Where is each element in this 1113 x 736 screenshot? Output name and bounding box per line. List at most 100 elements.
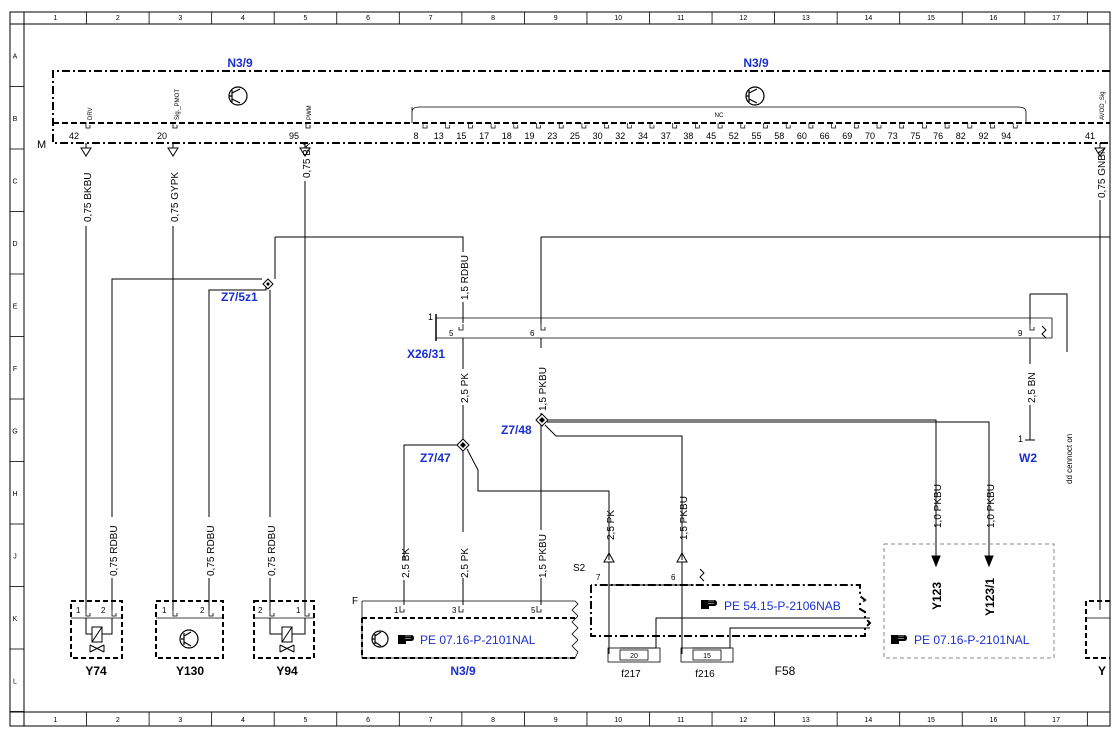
nc-pin-number: 15 <box>456 131 466 141</box>
wire-label: 2,5 PK <box>460 373 471 403</box>
connector-pin: 5 <box>449 329 454 338</box>
wire-label: 1,5 RDBU <box>460 255 471 300</box>
pin-socket <box>468 123 473 129</box>
hand-pointer-icon <box>398 635 414 644</box>
nc-pin-number: 58 <box>774 131 784 141</box>
column-number: 9 <box>554 15 558 22</box>
nc-pin-number: 94 <box>1001 131 1011 141</box>
connector-pin: 6 <box>530 329 535 338</box>
reference-link[interactable]: PE 07.16-P-2101NAL <box>420 633 536 647</box>
ground-name[interactable]: W2 <box>1019 451 1037 465</box>
column-number: 8 <box>491 15 495 22</box>
nc-pin-number: 38 <box>683 131 693 141</box>
component-y74[interactable]: 1 2 Y74 <box>70 600 123 678</box>
pin-socket <box>740 123 746 129</box>
component-name: Y123 <box>930 582 944 610</box>
transistor-icon <box>371 630 389 648</box>
pin-signal: AVOD_Sig <box>1100 91 1106 120</box>
pin-socket <box>445 123 451 129</box>
column-number: 9 <box>554 717 558 724</box>
transistor-icon <box>228 86 248 106</box>
nc-pin-number: 73 <box>888 131 898 141</box>
pin-signal: PWM <box>307 105 313 120</box>
pin-socket <box>853 123 859 129</box>
pin-number: 1 <box>162 606 167 615</box>
ecu-pin-20[interactable]: 20 Sig._PMOT <box>157 89 181 141</box>
column-number: 1 <box>53 15 57 22</box>
row-letter: A <box>13 53 18 60</box>
column-number: 4 <box>241 15 245 22</box>
pin-number: 5 <box>531 606 536 615</box>
wire-label: 1,0 PKBU <box>986 484 997 528</box>
pin-socket <box>649 123 655 129</box>
row-letter: L <box>13 678 17 685</box>
column-number: 4 <box>241 717 245 724</box>
splice-z7-48[interactable]: Z7/48 <box>501 413 549 437</box>
ecu-pin-41[interactable]: 41 AVOD_Sig <box>1085 91 1106 141</box>
ecu-name-left[interactable]: N3/9 <box>227 56 253 70</box>
pin-number: 7 <box>596 573 601 582</box>
row-letter: J <box>13 553 17 560</box>
nc-pin-number: 18 <box>502 131 512 141</box>
wire-label: 0,75 BK <box>302 142 313 178</box>
component-y130[interactable]: 1 2 Y130 <box>155 600 224 678</box>
column-number: 7 <box>429 15 433 22</box>
pin-number: 1 <box>296 606 301 615</box>
pin-socket <box>672 123 678 129</box>
component-name: F58 <box>775 664 796 678</box>
connector-name[interactable]: X26/31 <box>407 347 445 361</box>
wire-label: 1,5 PKBU <box>538 367 549 411</box>
transistor-icon <box>179 629 199 649</box>
pin-socket <box>876 123 882 129</box>
fuse-value: 20 <box>630 653 638 660</box>
pin-socket <box>422 123 428 129</box>
wire-label: 0,75 RDBU <box>206 525 217 576</box>
ecu-pin-42[interactable]: 42 DRV <box>69 107 94 141</box>
pin-number: 2 <box>200 606 205 615</box>
column-number: 13 <box>802 717 810 724</box>
nc-pin-number: 13 <box>434 131 444 141</box>
wire-label: 1,5 PKBU <box>538 534 549 578</box>
component-n3-9-bottom[interactable]: F 1 3 5 PE 07.16-P-2101NAL N3/9 <box>352 596 579 678</box>
nc-label: NC <box>715 113 724 119</box>
component-name: Y94 <box>276 664 298 678</box>
column-number: 2 <box>116 717 120 724</box>
pin-number: 3 <box>452 606 457 615</box>
nc-pin-number: 34 <box>638 131 648 141</box>
column-number: 17 <box>1052 15 1060 22</box>
wire-label: 0,75 RDBU <box>267 525 278 576</box>
splice-label: Z7/47 <box>420 451 451 465</box>
splice-z7-5z1[interactable]: Z7/5z1 <box>221 278 274 304</box>
ecu-pin-95[interactable]: 95 PWM <box>289 105 313 141</box>
solenoid-valve-icon <box>269 618 306 653</box>
row-letter: C <box>12 178 17 185</box>
ecu-name-right[interactable]: N3/9 <box>743 56 769 70</box>
column-number: 12 <box>739 15 747 22</box>
nc-pin-number: 55 <box>751 131 761 141</box>
pin-number: 2 <box>258 606 263 615</box>
column-number: 10 <box>614 15 622 22</box>
component-f58[interactable]: S2 7 6 PE 54.15-P-2106NAB 20 f217 15 f21… <box>573 563 872 680</box>
component-y94[interactable]: 2 1 Y94 <box>253 600 315 678</box>
nc-pin-number: 17 <box>479 131 489 141</box>
pin-socket <box>763 123 768 129</box>
component-right-edge[interactable]: Y <box>1085 600 1110 678</box>
reference-link[interactable]: PE 54.15-P-2106NAB <box>724 599 841 613</box>
reference-link[interactable]: PE 07.16-P-2101NAL <box>914 633 1030 647</box>
pin-socket <box>831 123 836 129</box>
column-number: 7 <box>429 717 433 724</box>
component-y123[interactable]: Y123 Y123/1 PE 07.16-P-2101NAL <box>883 543 1055 659</box>
row-letter: E <box>13 303 18 310</box>
connector-end-number: 1 <box>428 312 433 322</box>
pin-socket <box>581 123 587 129</box>
wire-label: 0,75 RDBU <box>109 525 120 576</box>
splice-z7-47[interactable]: Z7/47 <box>420 438 470 465</box>
wire-label: 0,75 GYPK <box>170 172 181 222</box>
nc-pin-number: 45 <box>706 131 716 141</box>
wire-labels: 0,75 BKBU 0,75 GYPK 0,75 BK 0,75 GNBN 1,… <box>83 142 1108 578</box>
nc-pin-number: 60 <box>797 131 807 141</box>
fuse-value: 15 <box>703 653 711 660</box>
fuse-name: f217 <box>621 669 641 680</box>
